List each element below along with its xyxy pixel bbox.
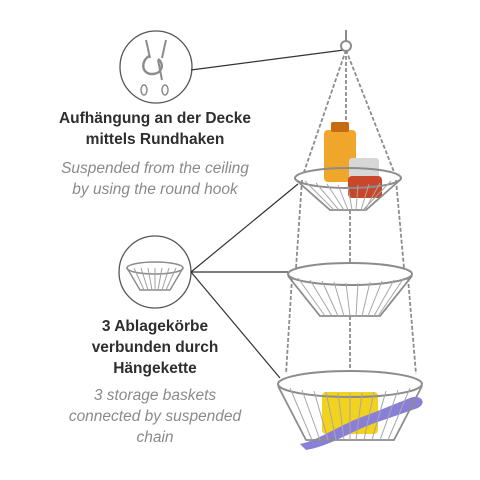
basket-feature-title-en: 3 storage baskets connected by suspended… bbox=[40, 385, 270, 448]
basket-title-en-line-1: 3 storage baskets bbox=[93, 387, 217, 404]
hook-title-de-line-1: Aufhängung an der Decke bbox=[58, 110, 252, 127]
basket-feature-title-de: 3 Ablagekörbe verbunden durch Hängekette bbox=[50, 316, 260, 379]
hook-feature-title-de: Aufhängung an der Decke mittels Rundhake… bbox=[30, 108, 280, 150]
basket-title-en-line-2: connected by suspended bbox=[68, 408, 242, 425]
basket-title-de-line-2: verbunden durch bbox=[91, 339, 219, 356]
hook-title-de-line-2: mittels Rundhaken bbox=[85, 131, 225, 148]
hook-callout-line bbox=[190, 49, 345, 71]
hook-title-en-line-1: Suspended from the ceiling bbox=[61, 160, 249, 177]
callout-line-top-basket bbox=[190, 183, 299, 273]
basket-title-de-line-1: 3 Ablagekörbe bbox=[101, 318, 209, 335]
callout-line-bottom-basket bbox=[190, 271, 281, 379]
hanging-basket-illustration bbox=[277, 30, 423, 450]
hook-title-en-line-2: by using the round hook bbox=[72, 181, 238, 198]
basket-detail-icon bbox=[118, 235, 192, 309]
basket-title-en-line-3: chain bbox=[136, 429, 174, 446]
hook-feature-title-en: Suspended from the ceiling by using the … bbox=[30, 158, 280, 200]
basket-title-de-line-3: Hängekette bbox=[113, 360, 197, 377]
round-hook-detail-icon bbox=[119, 30, 193, 104]
